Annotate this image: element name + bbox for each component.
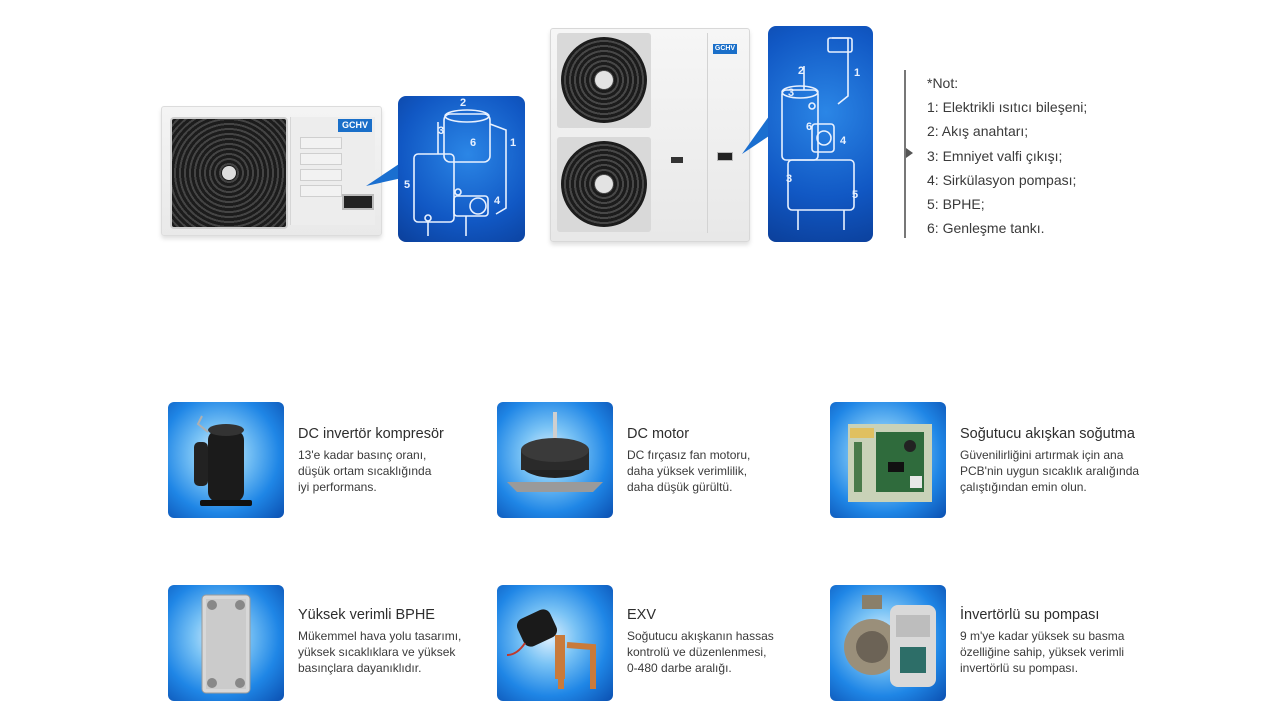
pcb-image (830, 402, 946, 518)
fan-grill (170, 117, 288, 229)
vent-line (300, 185, 342, 197)
feature-title: DC invertör kompresör (298, 426, 444, 442)
exv-image (497, 585, 613, 701)
hydro-module-drawing: 1 2 3 6 4 3 5 (781, 37, 860, 230)
diagram-label: 1 (510, 137, 516, 149)
feature-title: Yüksek verimli BPHE (298, 607, 435, 623)
diagram-label: 5 (852, 189, 858, 201)
compressor-image (168, 402, 284, 518)
feature-desc: 13'e kadar basınç oranı, düşük ortam sıc… (298, 448, 432, 494)
brand-logo: GCHV (338, 119, 372, 132)
feature-title: DC motor (627, 426, 690, 442)
note-item: 4: Sirkülasyon pompası; (927, 171, 1077, 188)
hydro-module-diagram-1: 2 3 6 1 5 4 (398, 96, 525, 242)
feature-desc: Soğutucu akışkanın hassas kontrolü ve dü… (627, 629, 774, 675)
diagram-label: 2 (460, 97, 466, 109)
diagram-label: 4 (494, 195, 501, 207)
feature-desc: DC fırçasız fan motoru, daha yüksek veri… (627, 448, 751, 494)
note-item: 5: BPHE; (927, 196, 985, 213)
hydro-module-drawing: 2 3 6 1 5 4 (404, 97, 516, 236)
diagram-label: 6 (470, 137, 476, 149)
feature-desc: Güvenilirliğini artırmak için ana PCB'ni… (960, 448, 1140, 494)
diagram-label: 2 (798, 65, 804, 77)
unit-side-panel (707, 33, 744, 233)
hydro-module-diagram-2: 1 2 3 6 4 3 5 (768, 26, 873, 242)
feature-desc: 9 m'ye kadar yüksek su basma özelliğine … (960, 629, 1125, 675)
diagram-label: 3 (788, 87, 794, 99)
hydro-box-slot (717, 152, 733, 161)
note-item: 6: Genleşme tankı. (927, 220, 1045, 237)
feature-title: İnvertörlü su pompası (960, 607, 1100, 623)
diagram-label: 3 (438, 125, 444, 137)
diagram-label: 4 (840, 135, 847, 147)
outdoor-unit-small: GCHV (161, 106, 382, 236)
notes-arrow-icon (906, 148, 913, 158)
diagram-label: 6 (806, 121, 812, 133)
brand-logo: GCHV (713, 44, 737, 54)
vent-line (300, 153, 342, 165)
note-item: 1: Elektrikli ısıtıcı bileşeni; (927, 99, 1088, 116)
vent-line (300, 169, 342, 181)
feature-title: Soğutucu akışkan soğutma (960, 426, 1135, 442)
diagram-label: 3 (786, 173, 792, 185)
vent-line (300, 137, 342, 149)
diagram-label: 5 (404, 179, 410, 191)
notes-list: *Not: 1: Elektrikli ısıtıcı bileşeni; 2:… (927, 71, 1087, 240)
diagram-label: 1 (854, 67, 860, 79)
note-item: 2: Akış anahtarı; (927, 123, 1029, 140)
hydro-box-slot (342, 194, 374, 210)
outdoor-unit-large: GCHV (550, 28, 750, 242)
fan-grill-bottom (557, 137, 651, 232)
callout-wedge (742, 112, 772, 154)
callout-wedge (366, 162, 402, 186)
feature-title: EXV (627, 607, 657, 623)
feature-desc: Mükemmel hava yolu tasarımı, yüksek sıca… (298, 629, 462, 675)
handle-slot (671, 157, 683, 163)
dc-motor-image (497, 402, 613, 518)
notes-divider (904, 70, 906, 238)
water-pump-image (830, 585, 946, 701)
notes-heading: *Not: (927, 75, 959, 91)
fan-grill-top (557, 33, 651, 128)
bphe-image (168, 585, 284, 701)
note-item: 3: Emniyet valfi çıkışı; (927, 147, 1063, 164)
